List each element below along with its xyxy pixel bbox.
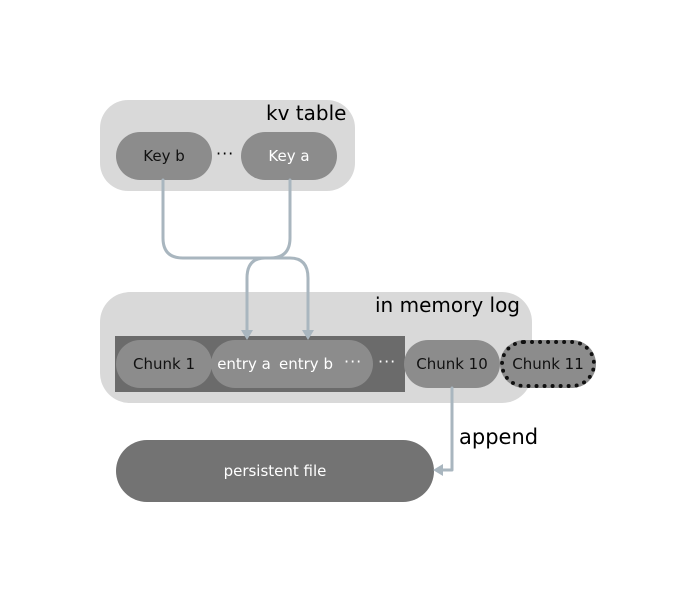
entry-ellipsis: ··· — [344, 352, 363, 371]
key-b-node: Key b — [116, 132, 212, 180]
chunk-11-node: Chunk 11 — [500, 340, 596, 388]
kv-table-title: kv table — [266, 101, 347, 125]
chunk-1-node: Chunk 1 — [116, 340, 212, 388]
kv-table-ellipsis: ··· — [216, 144, 235, 163]
entry-group — [211, 340, 373, 388]
key-a-node: Key a — [241, 132, 337, 180]
persistent-file-node: persistent file — [116, 440, 434, 502]
append-label: append — [459, 425, 539, 449]
memory-log-title: in memory log — [375, 293, 520, 317]
append-arrowhead — [433, 464, 443, 476]
chunk-ellipsis: ··· — [378, 352, 397, 371]
entry-a-label: entry a — [217, 355, 271, 373]
chunk-10-node: Chunk 10 — [404, 340, 500, 388]
entry-b-label: entry b — [279, 355, 333, 373]
